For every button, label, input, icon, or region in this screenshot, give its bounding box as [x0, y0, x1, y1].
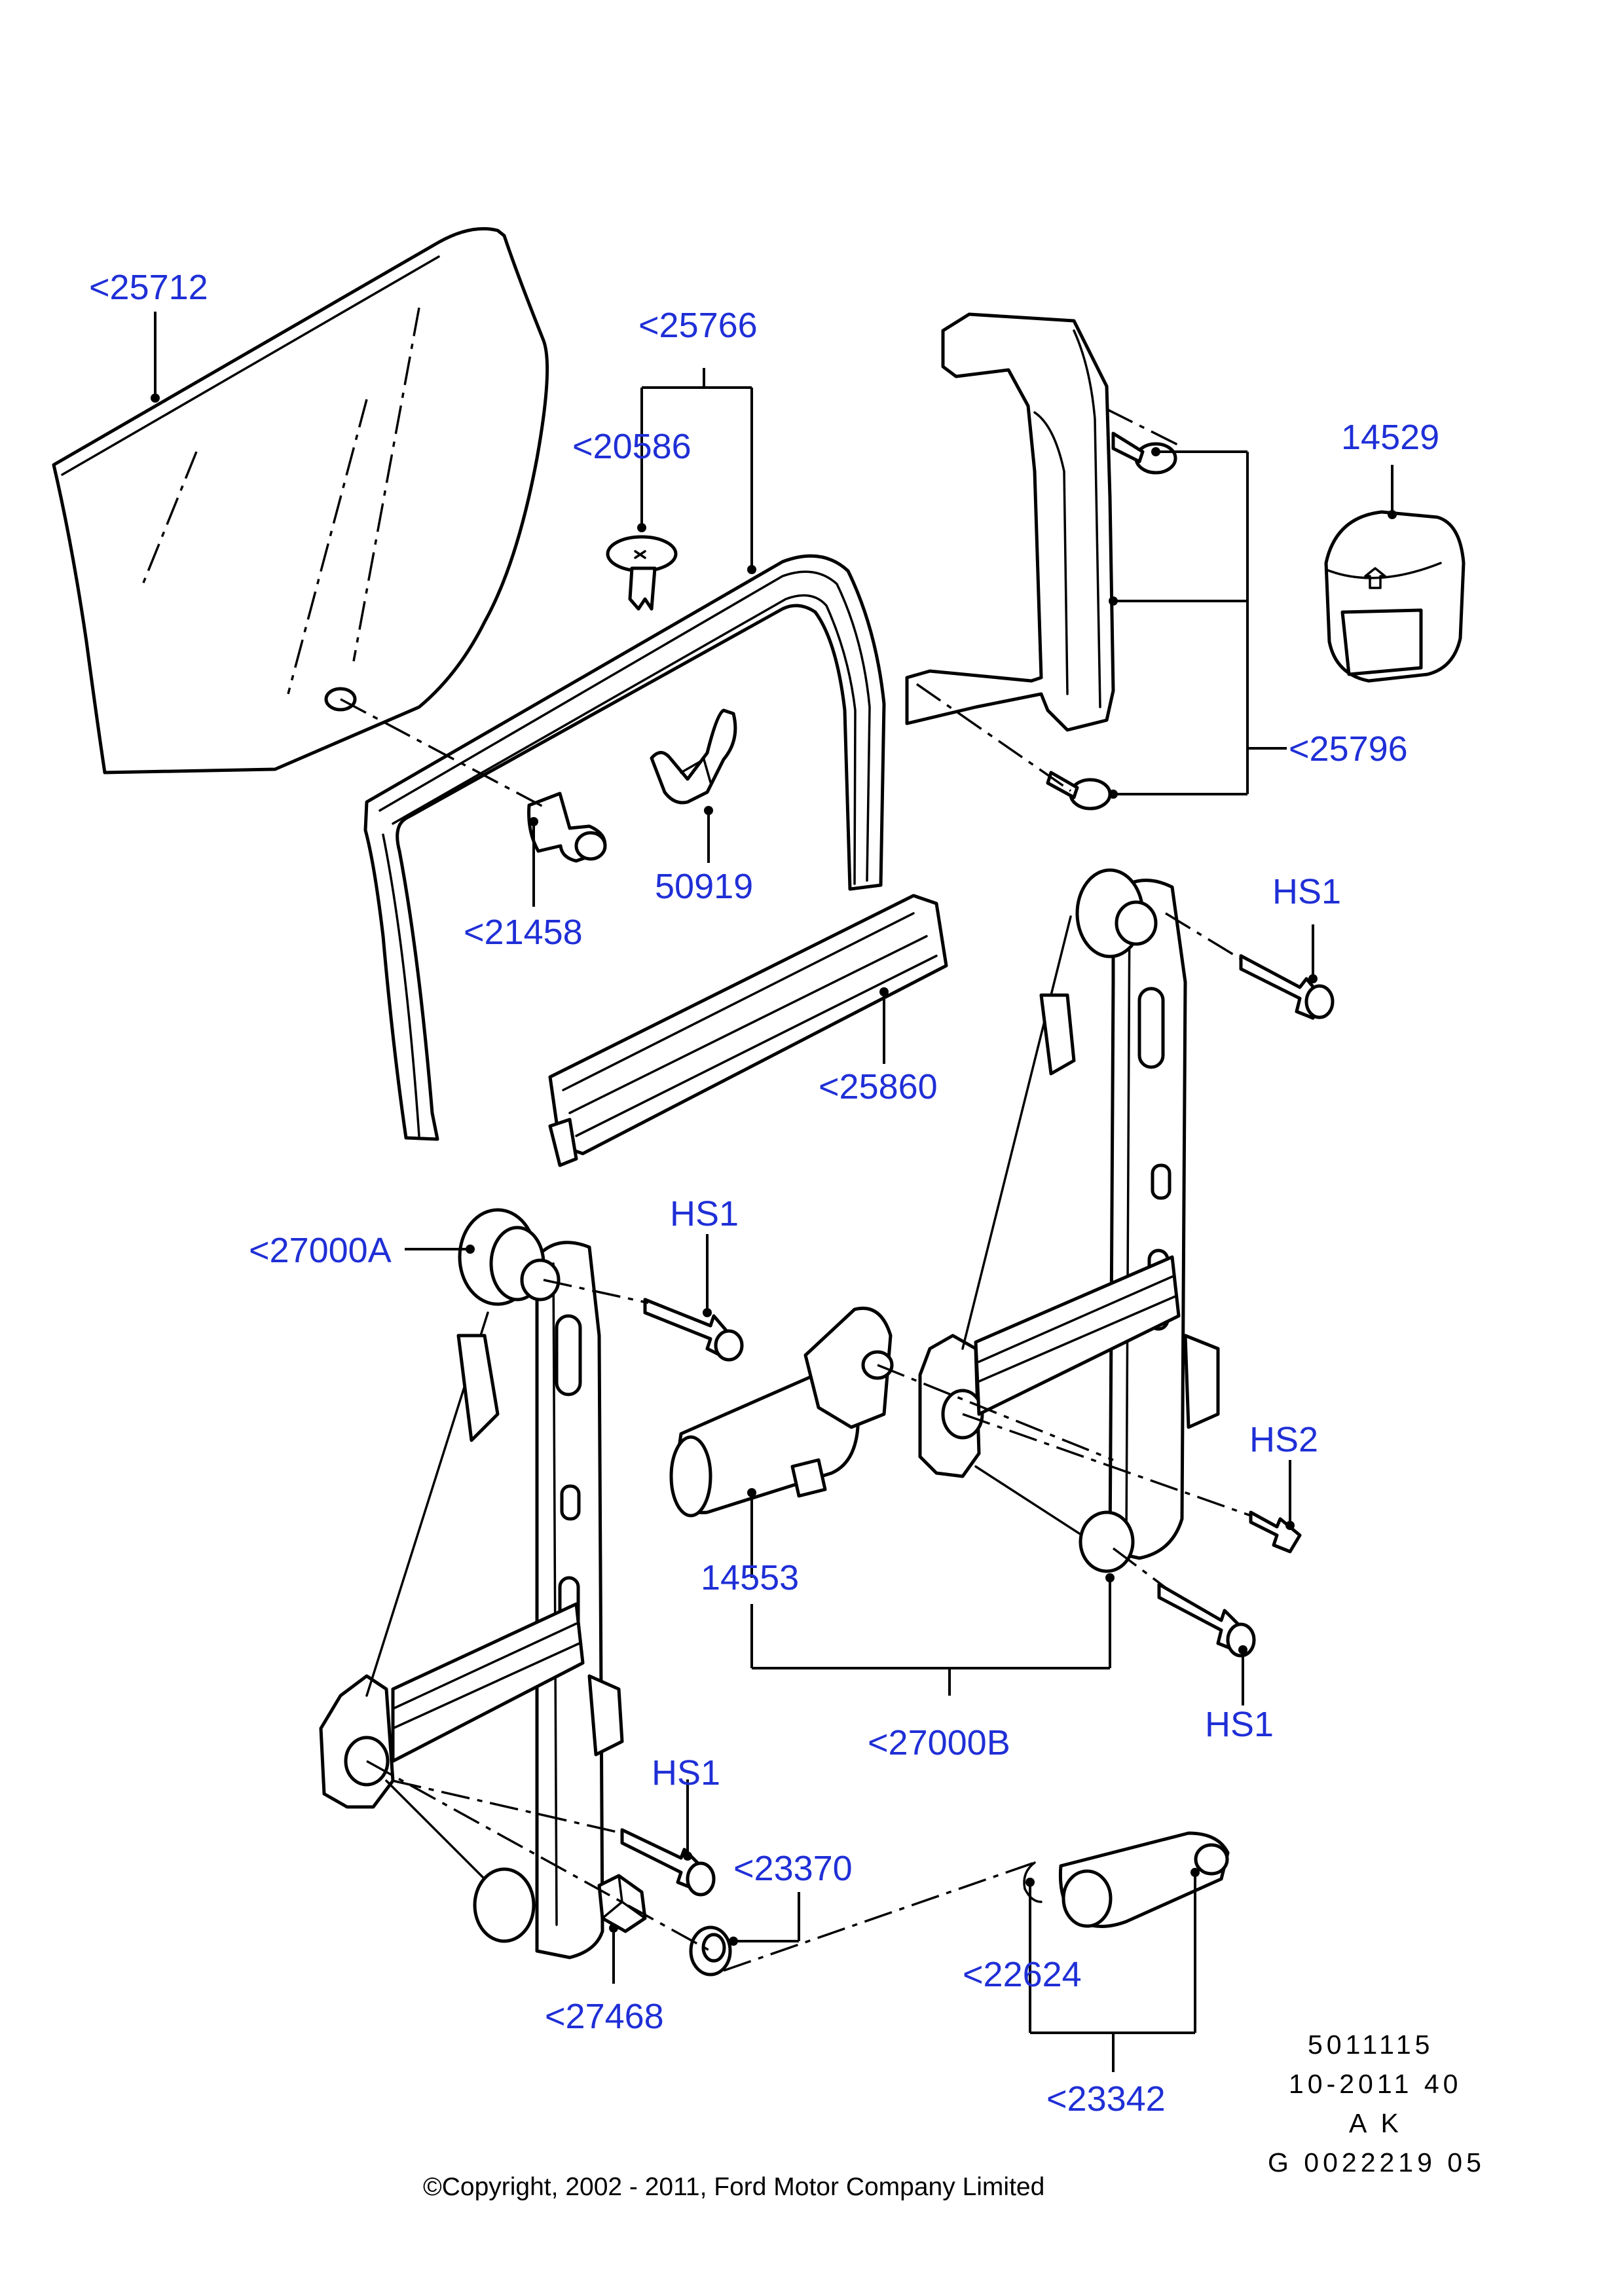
escutcheon-drawing — [689, 1925, 732, 1977]
trim-bracket-drawing — [905, 312, 1177, 811]
window-switch-drawing — [1324, 510, 1466, 683]
leader-lines — [151, 312, 1397, 2072]
callout-25766[interactable]: <25766 — [638, 306, 758, 345]
assembly-axis-lines — [340, 408, 1251, 1972]
reference-line-2: 10-2011 40 — [1289, 2069, 1462, 2099]
callout-20586[interactable]: <20586 — [572, 427, 692, 466]
bolt-hs2-drawing — [1249, 1510, 1302, 1554]
reference-line-1: 5011115 — [1308, 2030, 1434, 2060]
callout-23342[interactable]: <23342 — [1046, 2079, 1166, 2119]
callout-14529[interactable]: 14529 — [1341, 418, 1439, 457]
callout-hs1-left[interactable]: HS1 — [670, 1194, 739, 1233]
bolt-hs1-lower-right-drawing — [1157, 1582, 1256, 1658]
callout-23370[interactable]: <23370 — [733, 1849, 853, 1888]
callout-50919[interactable]: 50919 — [655, 867, 753, 906]
reference-line-3: A K — [1349, 2108, 1403, 2138]
motor-drawing — [669, 1306, 894, 1518]
callout-hs1-lower-left[interactable]: HS1 — [652, 1753, 720, 1793]
regulator-b-drawing — [918, 868, 1220, 1573]
reference-line-4: G 0022219 05 — [1268, 2147, 1485, 2178]
callout-25796[interactable]: <25796 — [1289, 729, 1408, 769]
callout-27468[interactable]: <27468 — [545, 1997, 664, 2036]
channel-strip-drawing — [548, 894, 948, 1167]
callout-21458[interactable]: <21458 — [464, 913, 583, 952]
callout-hs1-upper-right[interactable]: HS1 — [1272, 872, 1341, 911]
callout-27000a[interactable]: <27000A — [249, 1231, 392, 1270]
copyright-notice: ©Copyright, 2002 - 2011, Ford Motor Comp… — [423, 2173, 1044, 2201]
clip-drawing — [650, 708, 737, 805]
door-glass-drawing — [52, 227, 549, 774]
window-handle-drawing — [1023, 1831, 1230, 1928]
callout-22624[interactable]: <22624 — [963, 1955, 1082, 1994]
callout-25860[interactable]: <25860 — [819, 1067, 938, 1106]
callout-25712[interactable]: <25712 — [89, 268, 208, 307]
nut-drawing — [597, 1874, 647, 1933]
bolt-hs1-lower-left-drawing — [620, 1828, 716, 1897]
callout-hs1-lower-right[interactable]: HS1 — [1205, 1705, 1274, 1744]
bolt-hs1-left-drawing — [643, 1298, 744, 1362]
bolt-hs1-upper-right-drawing — [1239, 954, 1335, 1020]
regulator-a-drawing — [319, 1208, 624, 1959]
push-pin-drawing — [606, 535, 678, 611]
callout-27000b[interactable]: <27000B — [868, 1723, 1010, 1762]
callout-hs2[interactable]: HS2 — [1249, 1420, 1318, 1459]
glass-run-channel-drawing — [363, 554, 886, 1141]
callout-14553[interactable]: 14553 — [701, 1558, 799, 1597]
glass-bracket-drawing — [527, 792, 607, 863]
